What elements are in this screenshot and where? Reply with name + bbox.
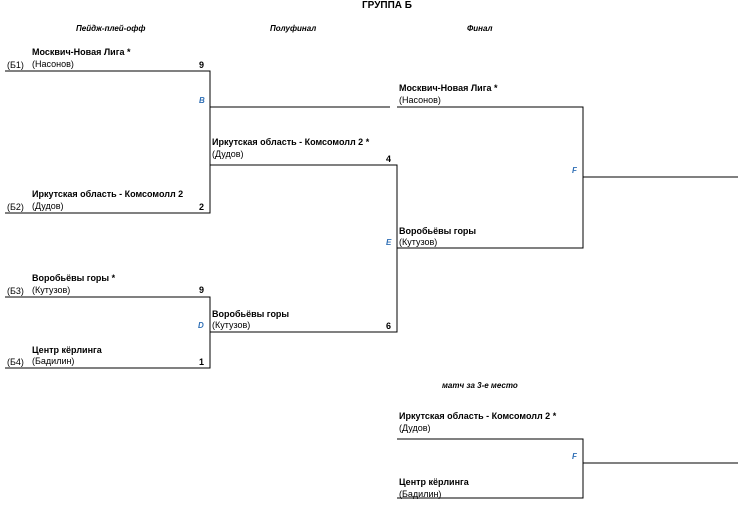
- team-name-b2: Иркутская область - Комсомолл 2: [32, 189, 184, 199]
- bracket-line-final-bottom: [397, 177, 584, 249]
- match-label-e: E: [386, 238, 392, 247]
- third-place-bottom-skip: (Бадилин): [399, 489, 442, 499]
- final-top-skip: (Насонов): [399, 95, 441, 105]
- match-label-b: B: [199, 96, 205, 105]
- final-bottom-team: Воробьёвы горы: [399, 226, 477, 236]
- skip-b4: (Бадилин): [32, 356, 75, 366]
- score-b4: 1: [199, 357, 205, 367]
- third-place-top-team: Иркутская область - Комсомолл 2 *: [399, 411, 557, 421]
- semifinal-bottom-team: Воробьёвы горы: [212, 309, 290, 319]
- score-b1: 9: [199, 60, 205, 70]
- match-label-f-third: F: [572, 452, 577, 461]
- semifinal-bottom-skip: (Кутузов): [212, 320, 251, 330]
- team-name-b1: Москвич-Новая Лига *: [32, 47, 131, 57]
- bracket-line-final-top: [397, 106, 584, 177]
- bracket-line-b2: [5, 107, 211, 214]
- bracket-line-3rd-bottom: [397, 463, 584, 499]
- semifinal-bottom-score: 6: [386, 321, 392, 331]
- header-third-place: матч за 3-е место: [442, 381, 518, 390]
- skip-b3: (Кутузов): [32, 285, 71, 295]
- score-b2: 2: [199, 202, 205, 212]
- seed-b4: (Б4): [7, 357, 24, 367]
- third-place-bottom-team: Центр кёрлинга: [399, 477, 469, 487]
- skip-b2: (Дудов): [32, 201, 64, 211]
- semifinal-top-score: 4: [386, 154, 392, 164]
- bracket-line-sf-bottom: [210, 248, 398, 333]
- seed-b2: (Б2): [7, 202, 24, 212]
- semifinal-top-team: Иркутская область - Комсомолл 2 *: [212, 137, 370, 147]
- match-label-d: D: [198, 321, 204, 330]
- bracket-line-b1: [5, 70, 390, 108]
- bracket-line-3rd-top: [397, 438, 584, 463]
- seed-b1: (Б1): [7, 60, 24, 70]
- header-final: Финал: [467, 24, 493, 33]
- header-semifinal: Полуфинал: [270, 24, 317, 33]
- bracket-line-sf-top: [210, 164, 398, 248]
- header-playoff: Пейдж-плей-офф: [76, 24, 146, 33]
- score-b3: 9: [199, 285, 205, 295]
- page-title: ГРУППА Б: [362, 0, 412, 11]
- bracket-line-b3: [5, 296, 211, 332]
- team-name-b4: Центр кёрлинга: [32, 345, 102, 355]
- semifinal-top-skip: (Дудов): [212, 149, 244, 159]
- skip-b1: (Насонов): [32, 59, 74, 69]
- bracket-line-b4: [5, 332, 211, 369]
- seed-b3: (Б3): [7, 286, 24, 296]
- final-top-team: Москвич-Новая Лига *: [399, 83, 498, 93]
- third-place-top-skip: (Дудов): [399, 423, 431, 433]
- match-label-f-final: F: [572, 166, 577, 175]
- final-bottom-skip: (Кутузов): [399, 237, 438, 247]
- team-name-b3: Воробьёвы горы *: [32, 273, 116, 283]
